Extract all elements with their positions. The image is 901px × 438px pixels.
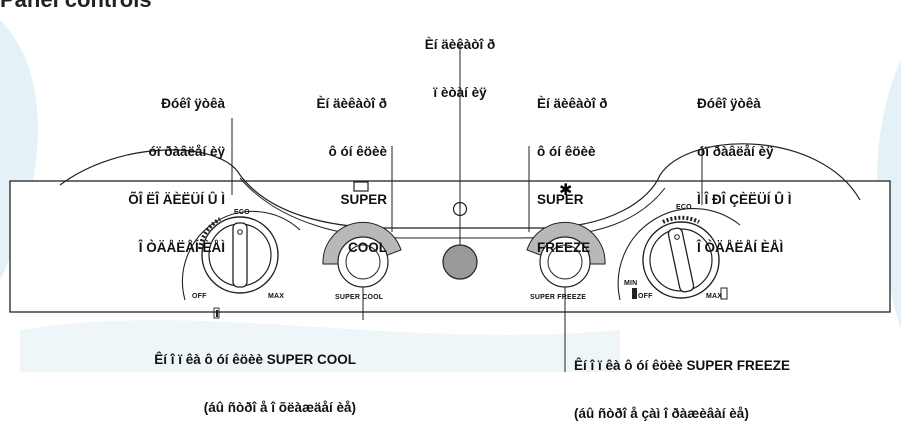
fridge-knob-label: Ðóêî ÿòêà óï ðàâëåí èÿ ÕÎ ËÎ ÄÈËÜÍ Û Ì Î…: [128, 96, 225, 255]
supercool-panel-label: SUPER COOL: [335, 294, 384, 301]
left-eco-label: ECO: [234, 209, 250, 216]
superfreeze-indicator-label: Èí äèêàòî ð ô óí êöèè SUPER FREEZE: [537, 96, 608, 255]
right-max-label: MAX: [706, 293, 723, 300]
freezer-knob: [632, 215, 728, 300]
svg-text:✱: ✱: [559, 180, 572, 199]
right-eco-label: ECO: [676, 204, 692, 211]
superfreeze-button-label: Êí î ï êà ô óí êöèè SUPER FREEZE (áû ñòð…: [574, 358, 791, 421]
fridge-knob: [198, 216, 279, 294]
left-off-label: OFF: [192, 293, 207, 300]
right-min-label: MIN: [624, 280, 638, 287]
superfreeze-indicator-graphic: ✱: [526, 180, 606, 288]
left-max-label: MAX: [268, 293, 285, 300]
freezer-knob-label: Ðóêî ÿòêà óï ðàâëåí èÿ Ì Î ÐÎ ÇÈËÜÍ Û Ì …: [697, 96, 792, 255]
right-knob-arc: [617, 208, 741, 301]
control-panel-diagram: ✱: [9, 45, 891, 372]
panel-curve-top: [59, 143, 861, 229]
right-off-label: OFF: [638, 293, 653, 300]
header-fragment: Panel controls: [0, 0, 152, 12]
superfreeze-panel-label: SUPER FREEZE: [530, 294, 587, 301]
supercool-indicator-graphic: [322, 181, 402, 288]
power-indicator-label: Èí äèêàòî ð ï èòàí èÿ: [424, 37, 496, 100]
supercool-indicator-label: Èí äèêàòî ð ô óí êöèè SUPER COOL: [316, 96, 387, 255]
panel-frame: [9, 180, 891, 313]
supercool-button-label: Êí î ï êà ô óí êöèè SUPER COOL (áû ñòðî …: [154, 352, 356, 415]
